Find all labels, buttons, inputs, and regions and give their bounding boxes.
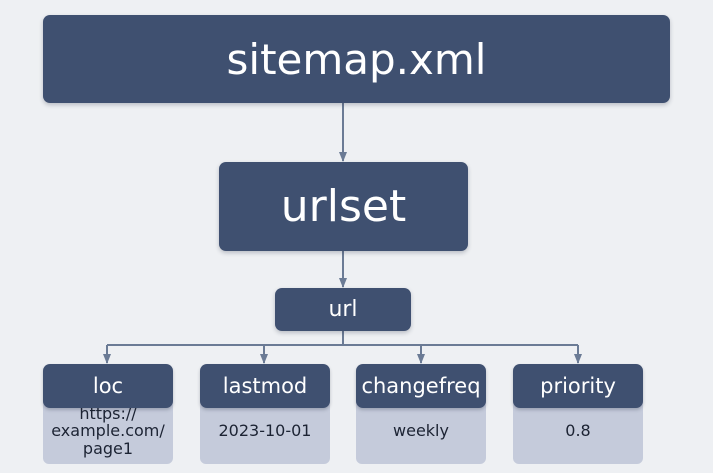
field-changefreq-key-box: changefreq (356, 364, 486, 408)
field-loc-value: https:// example.com/ page1 (51, 403, 165, 458)
field-loc-key-box: loc (43, 364, 173, 408)
field-lastmod-key: lastmod (222, 374, 308, 398)
url-node: url (275, 288, 411, 331)
urlset-label: urlset (280, 181, 407, 232)
field-loc-node: https:// example.com/ page1 loc (43, 364, 173, 464)
field-priority-key: priority (540, 374, 616, 398)
field-lastmod-node: 2023-10-01 lastmod (200, 364, 330, 464)
field-loc-key: loc (92, 374, 124, 398)
field-changefreq-value: weekly (393, 421, 449, 441)
field-changefreq-key: changefreq (361, 374, 481, 398)
url-label: url (328, 297, 358, 322)
urlset-node: urlset (219, 162, 468, 251)
sitemap-root-label: sitemap.xml (226, 34, 487, 84)
field-lastmod-value: 2023-10-01 (218, 421, 312, 441)
field-priority-value: 0.8 (565, 421, 591, 441)
field-changefreq-node: weekly changefreq (356, 364, 486, 464)
field-priority-node: 0.8 priority (513, 364, 643, 464)
field-priority-key-box: priority (513, 364, 643, 408)
field-lastmod-key-box: lastmod (200, 364, 330, 408)
sitemap-root-node: sitemap.xml (43, 15, 670, 103)
